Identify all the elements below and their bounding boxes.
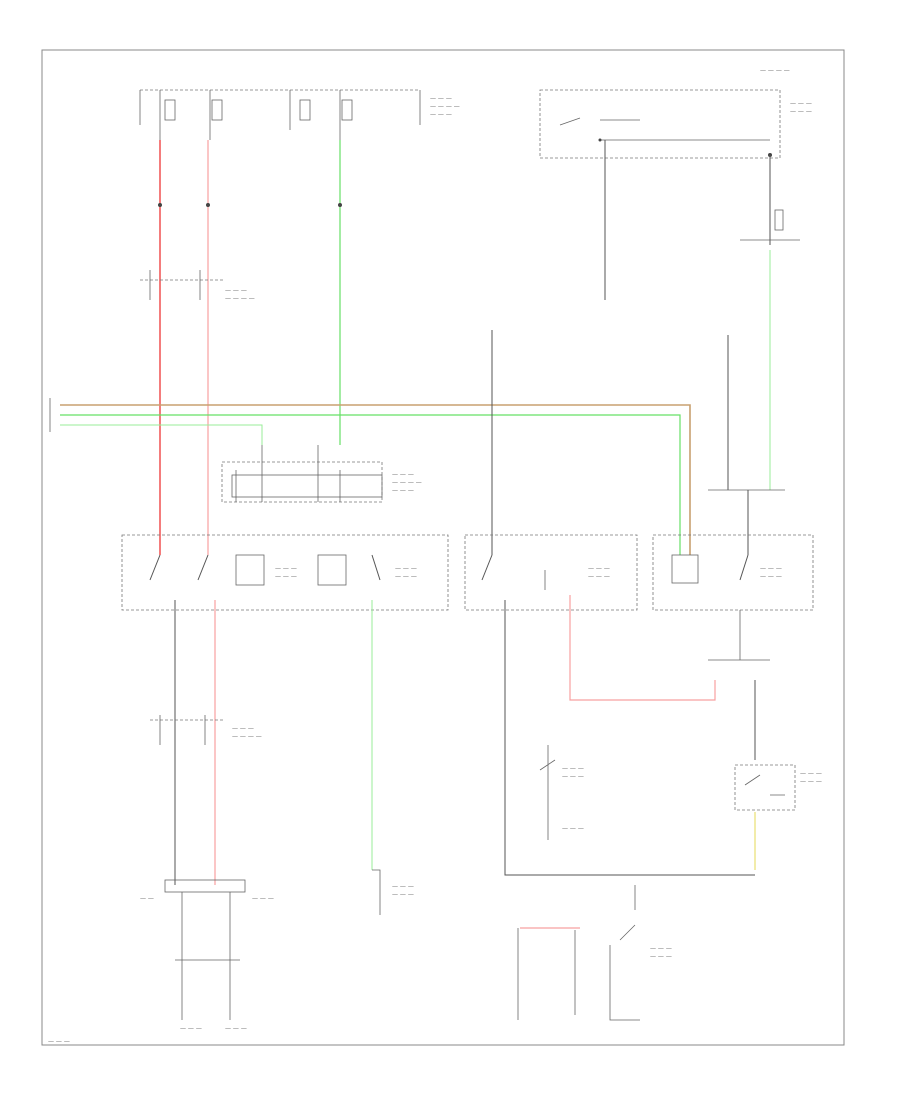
relay-module-left: — — — — — — — — — — — — [121,534,449,611]
svg-text:— — —: — — — [392,891,414,898]
svg-text:— — — —: — — — — [392,479,422,486]
svg-text:— — —: — — — [790,100,812,107]
svg-text:— — —: — — — [225,287,247,294]
svg-text:— — —: — — — [232,725,254,732]
svg-text:— — — —: — — — — [430,103,460,110]
svg-text:— — — —: — — — — [225,295,255,302]
switch-box-top-right: — — — — — — — — — — [539,67,812,159]
svg-text:— — —: — — — [430,111,452,118]
svg-text:— — —: — — — [562,825,584,832]
ground-lower-green: — — — — — — [372,869,414,915]
svg-text:— — — —: — — — — [760,67,790,74]
relay-module-right: — — — — — — [652,534,814,611]
switch-lower-right: — — — — — — [734,764,822,811]
fuse-box-top-left: — — — — — — — — — — [139,89,460,140]
switch-middle-lower: — — — — — — — — — [539,745,584,840]
svg-text:— — —: — — — [395,565,417,572]
svg-text:— — —: — — — [225,1025,247,1032]
connector-upper-left: — — — — — — — [140,270,255,302]
svg-text:— — — —: — — — — [232,733,262,740]
svg-text:— — —: — — — [588,573,610,580]
svg-text:— — —: — — — [790,108,812,115]
svg-text:— — —: — — — [588,565,610,572]
svg-text:— — —: — — — [180,1025,202,1032]
svg-text:— — —: — — — [650,953,672,960]
svg-text:— —: — — [140,895,154,902]
svg-text:— — —: — — — [275,573,297,580]
svg-text:— — —: — — — [392,487,414,494]
page-mark: — — — [48,1038,70,1045]
svg-text:— — —: — — — [275,565,297,572]
svg-text:— — —: — — — [760,565,782,572]
svg-text:— — —: — — — [562,773,584,780]
svg-text:— — —: — — — [395,573,417,580]
svg-text:— — —: — — — [650,945,672,952]
bus-wire-green-1 [60,414,681,555]
switch-lower-left: — — — — — — — — — — — [140,879,274,1032]
svg-text:— — —: — — — [760,573,782,580]
svg-text:— — —: — — — [392,883,414,890]
switch-bottom-center: — — — — — — [517,885,672,1021]
relay-block-upper: — — — — — — — — — — [221,445,422,503]
bus-wire-green-2 [60,424,263,445]
svg-text:— — —: — — — [800,770,822,777]
svg-text:— — —: — — — [430,95,452,102]
svg-text:— — —: — — — [252,895,274,902]
svg-text:— — —: — — — [800,778,822,785]
svg-text:— — —: — — — [392,471,414,478]
bus-wire-tan [60,404,691,555]
connector-lower-left: — — — — — — — [150,715,262,745]
svg-text:— — —: — — — [562,765,584,772]
diagram-border [41,49,845,1046]
relay-module-middle: — — — — — — [464,534,638,611]
